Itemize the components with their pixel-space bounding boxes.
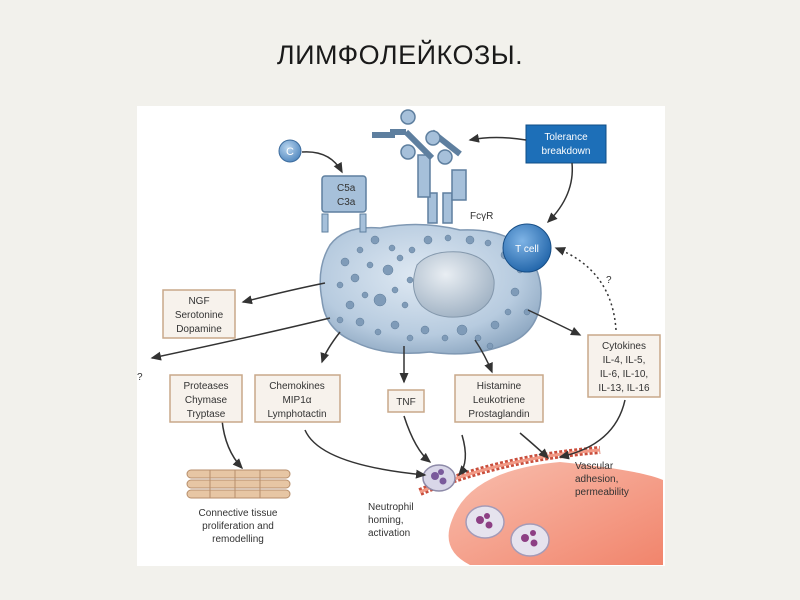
vessel-background [448,462,663,565]
neutrophil-cell [510,523,550,557]
svg-text:activation: activation [368,528,410,539]
cytokines-box: Cytokines IL-4, IL-5, IL-6, IL-10, IL-13… [587,334,661,398]
svg-text:Chemokines: Chemokines [269,381,325,392]
unknown-mark-left: ? [137,372,143,383]
svg-text:Leukotriene: Leukotriene [473,395,526,406]
svg-text:IL-6, IL-10,: IL-6, IL-10, [600,369,648,380]
svg-text:proliferation and: proliferation and [202,521,274,532]
svg-text:Serotonine: Serotonine [175,310,224,321]
antibody-receptor [372,109,467,224]
histamine-box: Histamine Leukotriene Prostaglandin [454,374,544,423]
tnf-box: TNF [387,389,425,413]
neutrophil-label: Neutrophil homing, activation [368,502,414,539]
vascular-label: Vascular adhesion, permeability [575,461,629,498]
proteases-box: Proteases Chymase Tryptase [169,374,243,423]
complement-receptor: C5a C3a [321,175,367,233]
connective-tissue-label: Connective tissue proliferation and remo… [199,508,278,545]
tolerance-line-2: breakdown [542,146,591,157]
svg-text:Proteases: Proteases [183,381,228,392]
svg-text:permeability: permeability [575,487,629,498]
svg-text:Tryptase: Tryptase [187,409,226,420]
svg-text:Chymase: Chymase [185,395,228,406]
tolerance-breakdown-box [525,124,607,164]
svg-text:NGF: NGF [188,296,209,307]
svg-text:Histamine: Histamine [477,381,522,392]
svg-text:remodelling: remodelling [212,534,264,545]
svg-text:Neutrophil: Neutrophil [368,502,414,513]
svg-text:IL-4, IL-5,: IL-4, IL-5, [603,355,646,366]
neutrophil-cell [422,464,456,492]
svg-text:Prostaglandin: Prostaglandin [468,409,529,420]
fc-receptor-label: FcγR [470,211,493,222]
neutrophil-cell [465,505,505,539]
unknown-mark: ? [606,275,612,286]
t-cell [502,223,552,273]
svg-text:Dopamine: Dopamine [176,324,222,335]
chemokines-box: Chemokines MIP1α Lymphotactin [254,374,341,423]
svg-text:Connective tissue: Connective tissue [199,508,278,519]
connective-tissue-fibers [186,469,291,499]
svg-text:MIP1α: MIP1α [282,395,311,406]
svg-text:Cytokines: Cytokines [602,341,646,352]
mast-cell-nucleus [412,251,495,318]
ngf-box: NGF Serotonine Dopamine [162,289,236,339]
svg-text:IL-13, IL-16: IL-13, IL-16 [598,383,650,394]
svg-text:TNF: TNF [396,397,415,408]
mast-cell-granules [336,234,531,350]
t-cell-label: T cell [515,244,539,255]
svg-text:Vascular: Vascular [575,461,614,472]
svg-text:adhesion,: adhesion, [575,474,618,485]
page-title: ЛИМФОЛЕЙКОЗЫ. [276,40,524,70]
tolerance-line-1: Tolerance [544,132,588,143]
svg-text:Lymphotactin: Lymphotactin [267,409,326,420]
c3a-label: C3a [337,197,356,208]
c5a-label: C5a [337,183,356,194]
svg-text:homing,: homing, [368,515,404,526]
complement-c-label: C [286,146,294,158]
complement-molecule: C [278,139,302,163]
